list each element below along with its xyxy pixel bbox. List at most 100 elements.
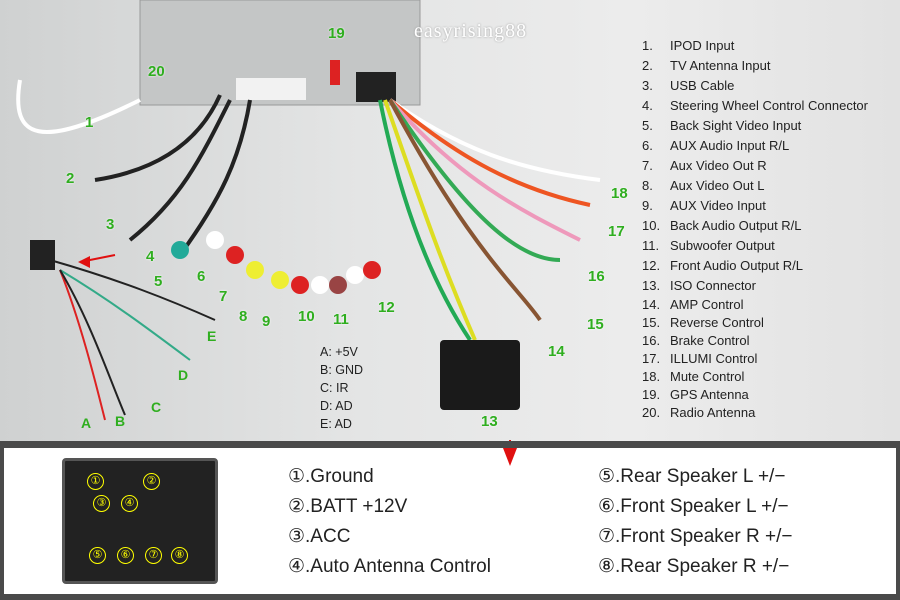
legend-label: TV Antenna Input <box>670 58 771 73</box>
iso-pin: ⑥ <box>117 547 134 564</box>
legend-label: AMP Control <box>670 297 744 312</box>
legend-label: Steering Wheel Control Connector <box>670 98 868 113</box>
legend-number: 18. <box>642 369 661 384</box>
legend-label: AUX Audio Input R/L <box>670 138 790 153</box>
arrow-down-icon <box>503 448 517 466</box>
wire-letter: E <box>207 328 217 344</box>
legend-item: 12. Front Audio Output R/L <box>642 256 868 276</box>
callout-17: 17 <box>608 223 625 240</box>
connector-block <box>236 78 306 100</box>
wire-legend-item: D: AD <box>320 399 353 413</box>
legend-item: 14. AMP Control <box>642 296 868 314</box>
legend-label: IPOD Input <box>670 38 735 53</box>
gps-antenna-jack <box>330 60 340 85</box>
callout-8: 8 <box>239 308 248 325</box>
legend-number: 4. <box>642 98 653 113</box>
legend-item: 7. Aux Video Out R <box>642 156 868 176</box>
watermark: easyrising88 <box>414 20 528 42</box>
callout-10: 10 <box>298 308 315 325</box>
legend-item: 10.Back Audio Output R/L <box>642 216 868 236</box>
legend-label: Brake Control <box>670 333 750 348</box>
legend-number: 1. <box>642 38 653 53</box>
callout-14: 14 <box>548 343 565 360</box>
legend-label: Subwoofer Output <box>670 238 775 253</box>
iso-pin: ③ <box>93 495 110 512</box>
legend-item: 20.Radio Antenna <box>642 404 868 422</box>
steering-connector <box>30 240 55 270</box>
iso-pin: ④ <box>121 495 138 512</box>
legend-item: 9. AUX Video Input <box>642 196 868 216</box>
legend-number: 11. <box>642 238 660 253</box>
legend-number: 13. <box>642 278 661 293</box>
callout-11: 11 <box>333 311 349 328</box>
legend-item: 8.Aux Video Out L <box>642 176 868 196</box>
callout-19: 19 <box>328 25 345 42</box>
iso-plug-top <box>356 72 396 102</box>
wire-letter: B <box>115 413 126 429</box>
callout-6: 6 <box>197 268 206 285</box>
legend-number: 7. <box>642 158 653 173</box>
legend-number: 5. <box>642 118 653 133</box>
wire-letter: A <box>81 415 92 431</box>
legend-label: AUX Video Input <box>670 198 766 213</box>
iso-pin-label: ①.Ground <box>288 466 374 487</box>
legend-item: 17.ILLUMI Control <box>642 350 868 368</box>
legend-item: 1. IPOD Input <box>642 36 868 56</box>
callout-4: 4 <box>146 248 155 265</box>
legend-number: 16. <box>642 333 661 348</box>
iso-pin: ② <box>143 473 160 490</box>
iso-pin: ⑧ <box>171 547 188 564</box>
legend-number: 6. <box>642 138 653 153</box>
legend-number: 8. <box>642 178 653 193</box>
legend-item: 6. AUX Audio Input R/L <box>642 136 868 156</box>
legend-item: 15. Reverse Control <box>642 314 868 332</box>
legend-label: Radio Antenna <box>670 405 756 420</box>
legend-label: Back Sight Video Input <box>670 118 802 133</box>
wire-legend-item: E: AD <box>320 417 352 431</box>
iso-pin: ⑦ <box>145 547 162 564</box>
iso-pin-label: ②.BATT +12V <box>288 496 408 517</box>
wire-letter: D <box>178 367 189 383</box>
legend-number: 14. <box>642 297 661 312</box>
legend-label: Mute Control <box>670 369 745 384</box>
legend-label: ISO Connector <box>670 278 756 293</box>
wiring-illustration <box>16 0 601 441</box>
wire-legend-item: B: GND <box>320 363 364 377</box>
legend-item: 19.GPS Antenna <box>642 386 868 404</box>
callout-15: 15 <box>587 316 604 333</box>
callout-9: 9 <box>262 313 271 330</box>
callout-5: 5 <box>154 273 163 290</box>
rca-plugs <box>171 231 381 294</box>
iso-pin-label: ⑧.Rear Speaker R +/− <box>598 556 790 577</box>
legend-item: 16. Brake Control <box>642 332 868 350</box>
legend-number: 2. <box>642 58 653 73</box>
legend-number: 9. <box>642 198 653 213</box>
wire-legend-item: A: +5V <box>320 345 358 359</box>
callout-2: 2 <box>66 170 75 187</box>
iso-pin-label: ④.Auto Antenna Control <box>288 556 491 577</box>
iso-pin: ① <box>87 473 104 490</box>
legend-label: ILLUMI Control <box>670 351 758 366</box>
legend-number: 15. <box>642 315 661 330</box>
legend-item: 5. Back Sight Video Input <box>642 116 868 136</box>
callout-18: 18 <box>611 185 628 202</box>
legend-number: 19. <box>642 387 661 402</box>
iso-pin-label: ⑦.Front Speaker R +/− <box>598 526 793 547</box>
legend-number: 3. <box>642 78 653 93</box>
legend-label: Aux Video Out R <box>670 158 767 173</box>
iso-pin-label: ③.ACC <box>288 526 351 547</box>
legend-number: 10. <box>642 218 661 233</box>
legend-number: 12. <box>642 258 661 273</box>
legend-label: Front Audio Output R/L <box>670 258 803 273</box>
iso-connector <box>440 340 520 410</box>
legend-item: 13. ISO Connector <box>642 276 868 296</box>
legend-label: Reverse Control <box>670 315 764 330</box>
callout-20: 20 <box>148 63 165 80</box>
callout-3: 3 <box>106 216 115 233</box>
callout-12: 12 <box>378 299 395 316</box>
callout-16: 16 <box>588 268 605 285</box>
